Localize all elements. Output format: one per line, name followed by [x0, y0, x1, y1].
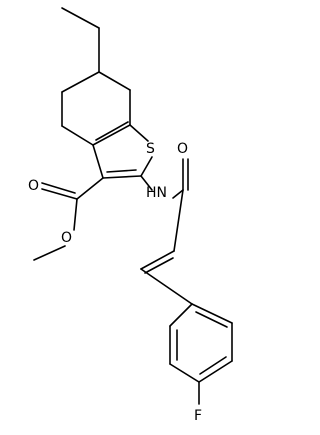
bond-ester-c-o-double-2: [41, 182, 76, 194]
amide-nitrogen-label: HN: [146, 185, 167, 201]
bond-ester-c-o-double: [41, 188, 78, 200]
bond-ring6-c: [61, 125, 94, 146]
bond-thio-c2-c3: [102, 175, 142, 179]
bond-ph-4: [169, 363, 200, 383]
ester-carbonyl-oxygen-label: O: [28, 178, 39, 194]
sulfur-label: S: [146, 141, 155, 157]
bond-carbonyl-alkene: [173, 189, 184, 252]
bond-thio-c3-c3a: [92, 144, 104, 179]
ester-oxygen-label: O: [61, 230, 72, 246]
bond-c2-n: [140, 175, 153, 191]
bond-ring6-d: [92, 124, 131, 146]
amide-oxygen-label: O: [177, 141, 188, 157]
molecule-diagram: S O O HN O F: [28, 7, 233, 424]
bond-c3-ester-c: [76, 177, 104, 200]
bonds: [33, 7, 233, 405]
bond-thio-c2-c3-double: [106, 169, 137, 173]
bond-ester-o-ch3: [33, 245, 66, 261]
fluorine-label: F: [194, 408, 202, 424]
bond-n-carbonyl: [172, 189, 184, 199]
bond-ph-6: [169, 303, 193, 327]
bond-ph-inner-2: [199, 356, 227, 375]
bond-alkene-double: [140, 250, 175, 270]
bond-thio-s-c2: [140, 156, 153, 177]
bond-ester-c-o: [73, 198, 78, 231]
atom-labels: S O O HN O F: [28, 141, 202, 424]
bond-ph-1: [191, 303, 233, 324]
bond-thio-c7a-s: [129, 124, 149, 142]
bond-ph-3: [198, 360, 233, 383]
bond-thio-c3a-c7a: [95, 121, 129, 141]
bond-ethyl-ch3: [61, 7, 100, 29]
bond-ph-inner-1: [195, 311, 228, 328]
bond-ring6-a: [61, 71, 100, 93]
bond-ring6-f: [98, 71, 131, 91]
bond-alkene-double-2: [144, 257, 174, 274]
bond-alkene-aryl: [140, 268, 193, 305]
